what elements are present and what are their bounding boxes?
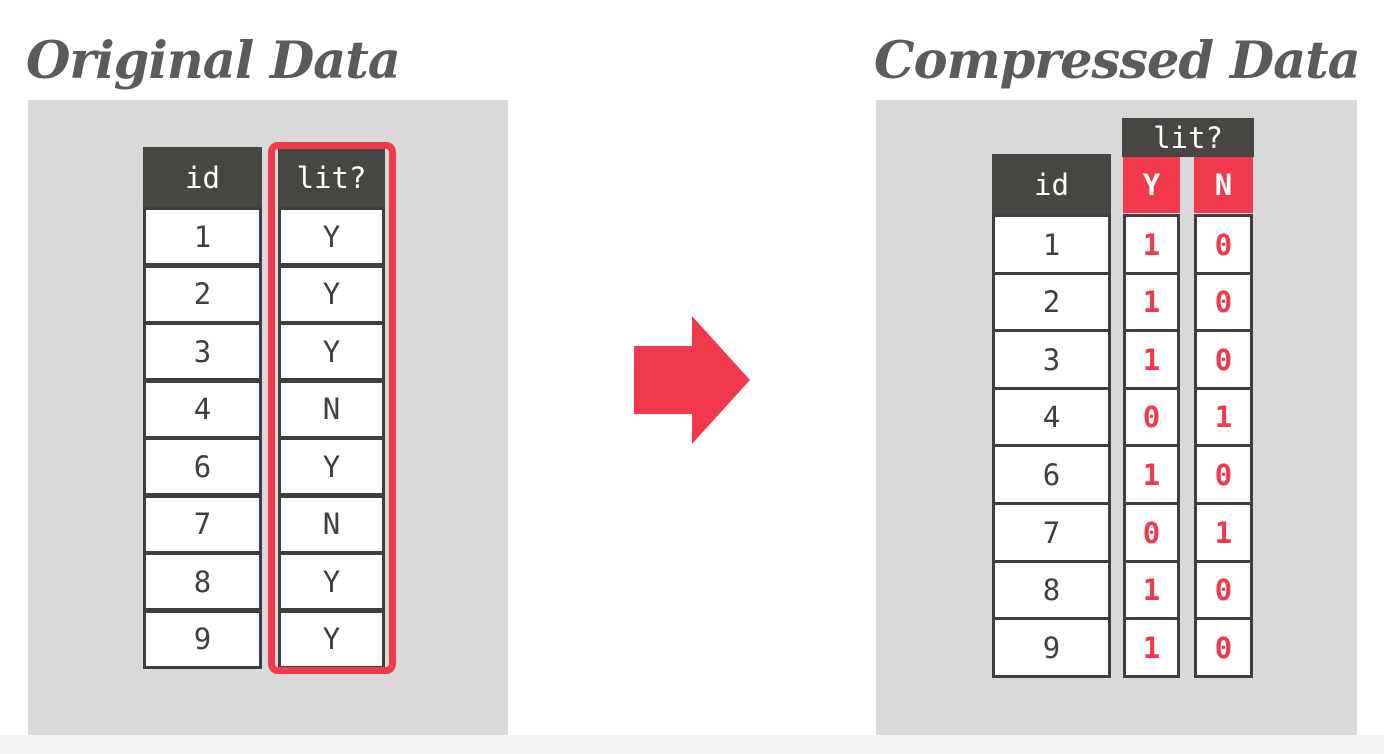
original-lit-cell: Y	[278, 207, 385, 266]
right-arrow-icon	[634, 316, 750, 444]
original-lit-cell: N	[278, 379, 385, 439]
compressed-n-bit-cell: 1	[1194, 386, 1253, 448]
compressed-y-bit-cell: 1	[1123, 559, 1180, 621]
original-lit-cell: Y	[278, 437, 385, 496]
bottom-strip	[0, 735, 1384, 754]
compressed-id-header: id	[992, 154, 1111, 216]
compressed-id-cell: 9	[992, 617, 1111, 679]
original-lit-cell: Y	[278, 552, 385, 611]
compressed-id-cell: 8	[992, 559, 1111, 621]
original-id-cell: 9	[143, 609, 262, 669]
original-id-cell: 8	[143, 552, 262, 611]
compressed-id-cell: 3	[992, 329, 1111, 391]
original-id-cell: 4	[143, 379, 262, 439]
compressed-y-bit-cell: 1	[1123, 271, 1180, 333]
original-id-cell: 1	[143, 207, 262, 266]
compressed-id-cell: 7	[992, 502, 1111, 563]
compressed-data-panel	[876, 100, 1357, 735]
compressed-n-bit-cell: 0	[1194, 559, 1253, 621]
compressed-y-bit-cell: 0	[1123, 386, 1180, 448]
compressed-n-bit-cell: 0	[1194, 329, 1253, 391]
original-lit-cell: Y	[278, 322, 385, 381]
compressed-y-bit-cell: 1	[1123, 329, 1180, 391]
compressed-y-header: Y	[1123, 157, 1180, 213]
original-lit-header: lit?	[278, 147, 385, 209]
compressed-y-bit-cell: 1	[1123, 214, 1180, 275]
original-lit-cell: N	[278, 494, 385, 554]
compressed-id-cell: 1	[992, 214, 1111, 275]
compressed-id-cell: 4	[992, 386, 1111, 448]
original-id-cell: 2	[143, 264, 262, 324]
original-id-header: id	[143, 147, 262, 209]
original-id-cell: 3	[143, 322, 262, 381]
compressed-n-bit-cell: 0	[1194, 271, 1253, 333]
compressed-id-cell: 2	[992, 271, 1111, 333]
compressed-y-bit-cell: 1	[1123, 444, 1180, 506]
compressed-y-bit-cell: 0	[1123, 502, 1180, 563]
original-lit-cell: Y	[278, 264, 385, 324]
compressed-data-title: Compressed Data	[874, 31, 1361, 91]
compressed-id-cell: 6	[992, 444, 1111, 506]
compressed-lit-group-header: lit?	[1122, 118, 1254, 157]
original-id-cell: 7	[143, 494, 262, 554]
compressed-n-bit-cell: 1	[1194, 502, 1253, 563]
compressed-n-bit-cell: 0	[1194, 617, 1253, 679]
compressed-y-bit-cell: 1	[1123, 617, 1180, 679]
original-lit-cell: Y	[278, 609, 385, 669]
original-data-title: Original Data	[26, 31, 401, 91]
original-id-cell: 6	[143, 437, 262, 496]
compressed-n-bit-cell: 0	[1194, 214, 1253, 275]
compressed-n-bit-cell: 0	[1194, 444, 1253, 506]
original-data-panel	[28, 100, 508, 735]
compressed-n-header: N	[1194, 157, 1253, 213]
